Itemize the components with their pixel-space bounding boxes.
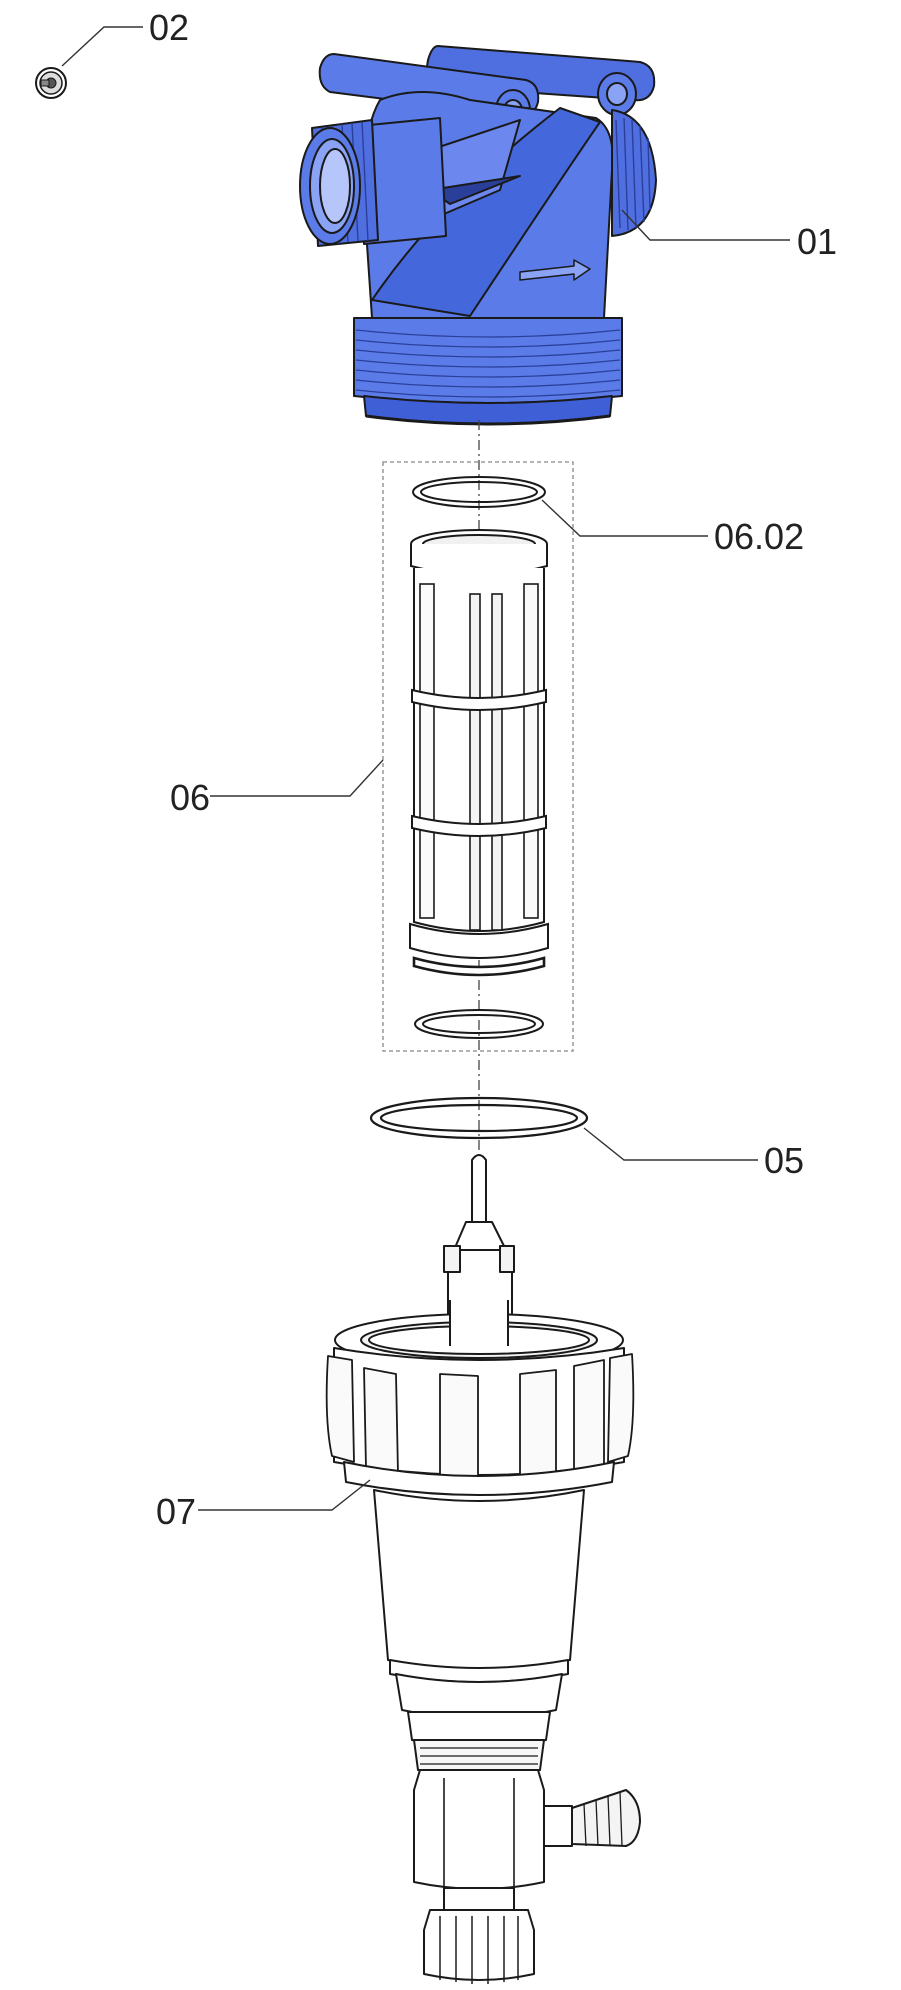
leader-01: [621, 209, 790, 241]
part-06-02-oring: [412, 476, 546, 508]
part-01-housing: [299, 45, 657, 426]
part-07-bowl: [325, 1154, 641, 1984]
leader-02: [61, 26, 143, 67]
part-02-plug: [35, 67, 67, 99]
leader-05: [583, 1127, 758, 1161]
label-07: 07: [156, 1491, 196, 1532]
label-06: 06: [170, 777, 210, 818]
leader-06: [210, 759, 384, 797]
label-02: 02: [149, 7, 189, 48]
part-06-bottom-oring: [414, 1009, 544, 1039]
label-01: 01: [797, 221, 837, 262]
label-06-02: 06.02: [714, 516, 804, 557]
label-05: 05: [764, 1140, 804, 1181]
leader-06-02: [541, 499, 708, 537]
part-05-oring: [369, 1096, 589, 1140]
leader-07: [198, 1479, 371, 1511]
part-06-filter-cartridge: [409, 529, 549, 977]
group-06-box: [382, 461, 574, 1052]
